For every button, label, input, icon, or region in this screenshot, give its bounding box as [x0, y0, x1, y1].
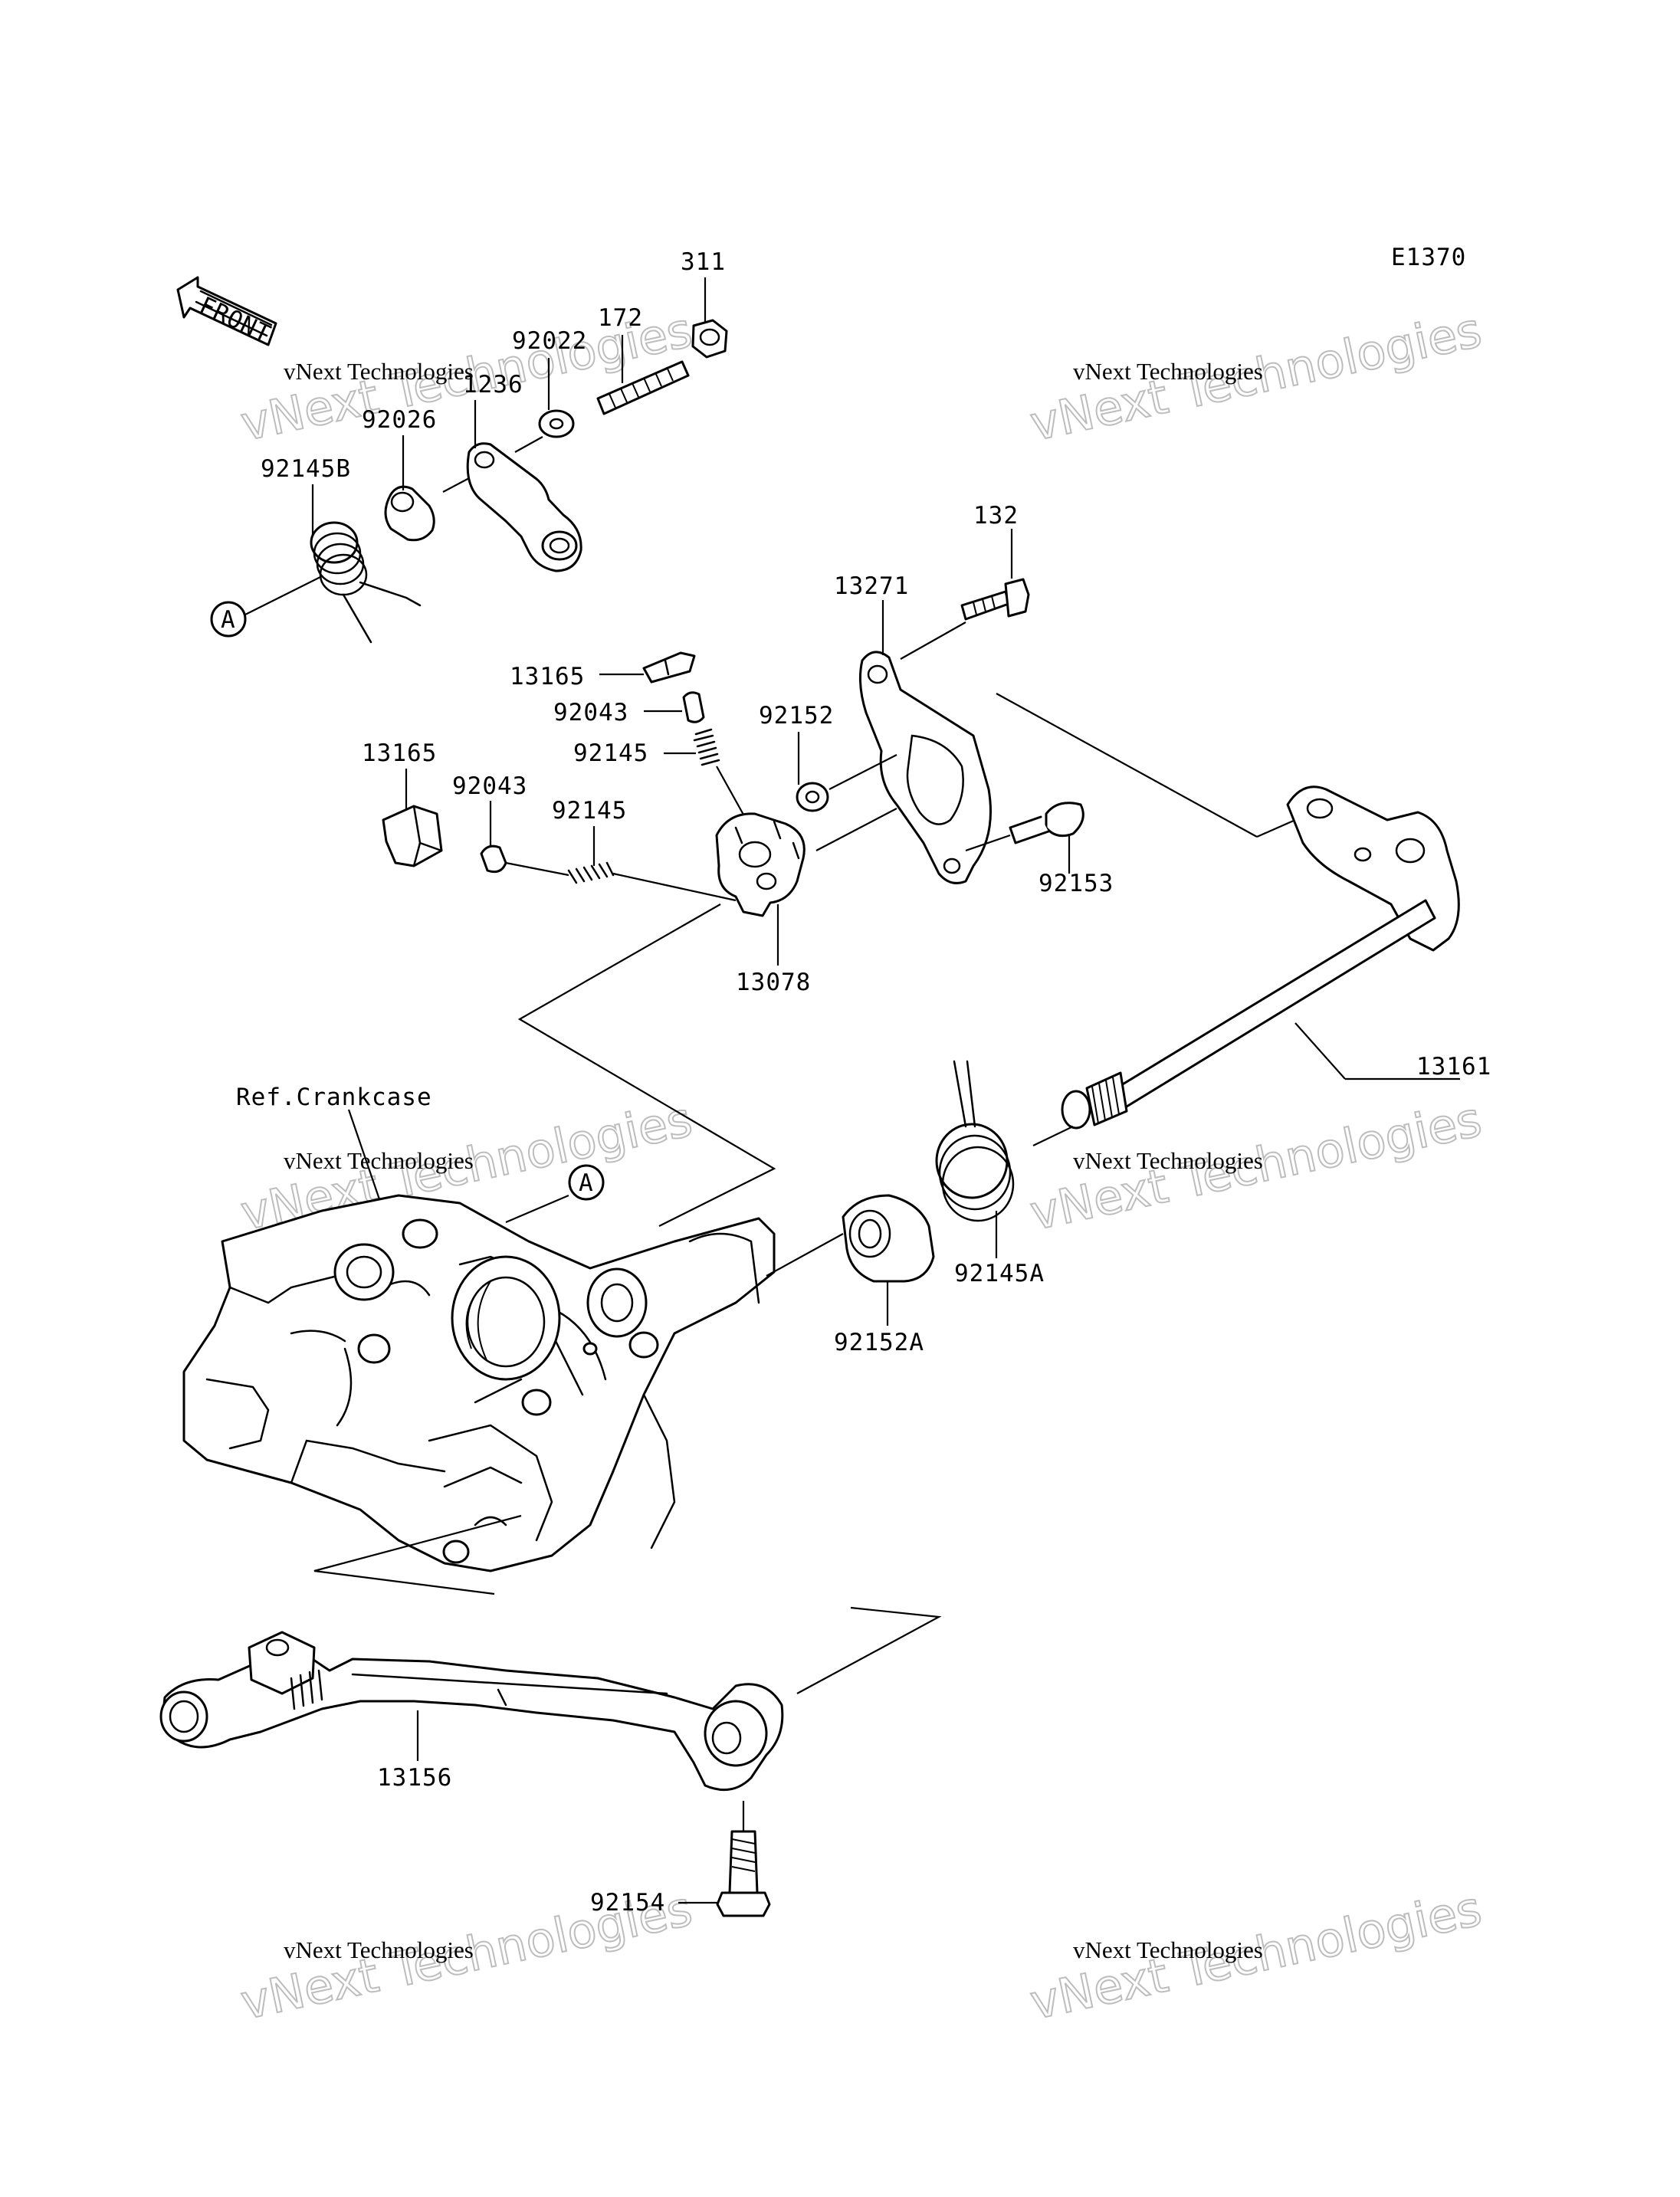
spring-92145B [243, 484, 422, 644]
plate-13271 [858, 600, 992, 884]
label-172: 172 [598, 304, 643, 332]
label-132: 132 [973, 502, 1019, 530]
label-92145-upper: 92145 [573, 739, 648, 767]
label-13165-upper: 13165 [510, 663, 585, 690]
pin-13165-upper [599, 651, 696, 684]
label-92145A: 92145A [954, 1260, 1045, 1287]
shift-cam-13078 [715, 812, 806, 966]
label-92145B: 92145B [261, 455, 351, 483]
shift-shaft-13161 [1061, 785, 1460, 1130]
label-92152A: 92152A [834, 1329, 924, 1356]
washer-92022 [514, 358, 575, 453]
label-92022: 92022 [512, 327, 587, 355]
collar-92026 [384, 435, 435, 542]
pin-92043-lower [480, 801, 507, 874]
screw-92153 [965, 802, 1084, 874]
watermark-bottom-right: vNext Technologies vNext Technologies [1025, 1880, 1487, 2031]
diagram-code: E1370 [1391, 244, 1466, 271]
pin-92043-upper [644, 691, 705, 723]
bolt-92154 [678, 1801, 771, 1917]
front-marker-text: FRONT [195, 292, 275, 349]
guide-line [996, 693, 1258, 838]
watermark-text: vNext Technologies [284, 358, 474, 385]
label-13161: 13161 [1416, 1053, 1491, 1080]
cap-13165-lower [382, 769, 443, 867]
callout-a-crankcase: A [568, 1164, 605, 1201]
label-13078: 13078 [736, 969, 811, 996]
label-311: 311 [681, 248, 726, 276]
shift-pedal-13156 [159, 1631, 784, 1792]
label-92145-lower: 92145 [552, 797, 627, 825]
watermark-text: vNext Technologies [1073, 1147, 1263, 1174]
guide-line [313, 1514, 522, 1595]
stud-172 [596, 335, 690, 415]
watermark-text: vNext Technologies [1073, 1936, 1263, 1963]
label-92043-lower: 92043 [452, 772, 527, 800]
guide-line [1256, 818, 1296, 838]
crankcase-ref [182, 1109, 776, 1572]
label-92153: 92153 [1039, 870, 1114, 897]
label-92152: 92152 [759, 702, 834, 730]
spring-92145-lower [505, 826, 737, 902]
watermark-top-right: vNext Technologies vNext Technologies [1025, 301, 1487, 453]
label-92154: 92154 [590, 1889, 665, 1917]
washer-92152 [796, 732, 897, 851]
guide-line [766, 1233, 844, 1277]
watermark-text: vNext Technologies [284, 1147, 474, 1174]
label-13156: 13156 [377, 1764, 452, 1792]
callout-a-text: A [579, 1169, 594, 1197]
guide-line [517, 903, 776, 1227]
callout-a-top: A [210, 601, 247, 638]
collar-92152A [842, 1194, 935, 1326]
reference-crankcase-label: Ref.Crankcase [236, 1084, 432, 1111]
nut-311 [691, 277, 728, 359]
watermark-text: vNext Technologies [1073, 358, 1263, 385]
label-92043-upper: 92043 [553, 699, 628, 726]
front-arrow-icon: FRONT [176, 276, 277, 349]
link-plate-1236 [442, 400, 582, 572]
callout-a-text: A [221, 606, 236, 634]
watermark-text: vNext Technologies [284, 1936, 474, 1963]
label-92026: 92026 [362, 406, 437, 434]
label-13271: 13271 [834, 572, 909, 600]
label-13165-lower: 13165 [362, 739, 437, 767]
return-spring-92145A [935, 1060, 1074, 1258]
label-1236: 1236 [463, 371, 523, 398]
guide-line [796, 1606, 942, 1694]
bolt-132 [900, 529, 1030, 660]
